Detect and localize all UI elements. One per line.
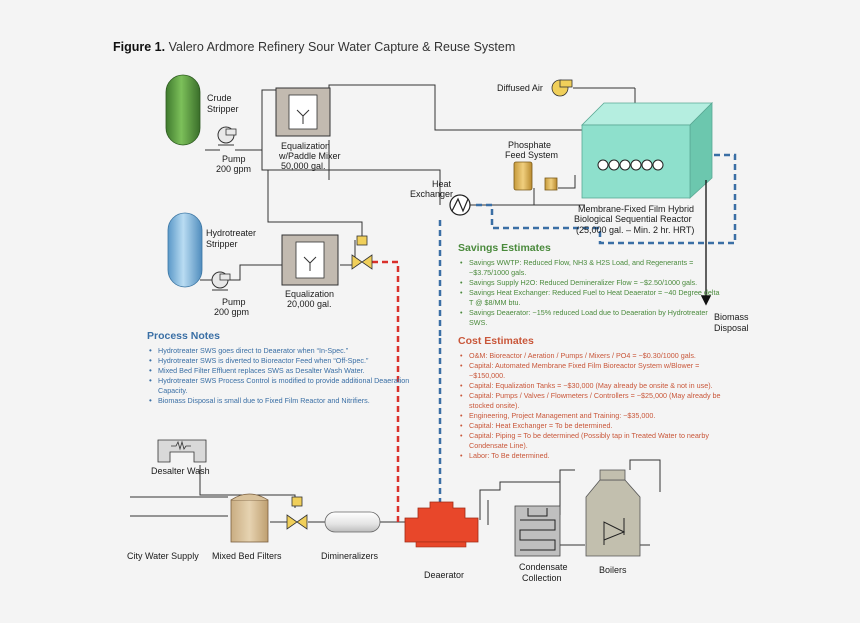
desalter-wash: Desalter Wash — [151, 439, 210, 476]
crude-stripper-label-2: Stripper — [207, 104, 239, 114]
desalter-wash-label: Desalter Wash — [151, 466, 210, 476]
process-note-item: Hydrotreater SWS Process Control is modi… — [149, 376, 417, 396]
costs-title: Cost Estimates — [458, 335, 534, 347]
equalization-tank-1: Equalization w/Paddle Mixer 50,000 gal. — [275, 87, 341, 171]
reactor-label-1: Membrane-Fixed Film Hybrid — [578, 204, 694, 214]
phosphate-label-2: Feed System — [505, 150, 558, 160]
city-water-label: City Water Supply — [127, 551, 199, 561]
cost-estimates: Cost Estimates O&M: Bioreactor / Aeratio… — [458, 335, 733, 461]
demineralizers: Dimineralizers — [321, 511, 381, 561]
heat-exchanger: Heat Exchanger — [410, 179, 471, 216]
biomass-label-1: Biomass — [714, 312, 749, 322]
equalization-2-label-2: 20,000 gal. — [287, 299, 332, 309]
boilers: Boilers — [585, 469, 641, 575]
reactor-label-3: (25,000 gal. – Min. 2 hr. HRT) — [576, 225, 694, 235]
hydrotreater-label-2: Stripper — [206, 239, 238, 249]
process-notes: Process Notes Hydrotreater SWS goes dire… — [147, 330, 417, 406]
savings-title: Savings Estimates — [458, 242, 551, 254]
pump-1-label-1: Pump — [222, 154, 246, 164]
cost-item: Capital: Piping = To be determined (Poss… — [460, 431, 733, 451]
crude-stripper: Crude Stripper — [165, 74, 239, 146]
boilers-label: Boilers — [599, 565, 627, 575]
blue-dash-treated-water — [476, 153, 737, 245]
pump-2-label-2: 200 gpm — [214, 307, 249, 317]
pump-1-label-2: 200 gpm — [216, 164, 251, 174]
cost-item: O&M: Bioreactor / Aeration / Pumps / Mix… — [460, 351, 733, 361]
savings-item: Savings Deaerator: ~15% reduced Load due… — [460, 308, 723, 328]
equalization-1-label-1: Equalization — [281, 141, 330, 151]
process-note-item: Hydrotreater SWS is diverted to Bioreact… — [149, 356, 417, 366]
figure-title: Figure 1. Valero Ardmore Refinery Sour W… — [113, 40, 515, 54]
biomass-label-2: Disposal — [714, 323, 749, 333]
condensate-label-1: Condensate — [519, 562, 568, 572]
control-valve-desalter — [286, 496, 308, 530]
process-notes-list: Hydrotreater SWS goes direct to Deaerato… — [147, 346, 417, 406]
demineralizers-label: Dimineralizers — [321, 551, 379, 561]
bioreactor: Membrane-Fixed Film Hybrid Biological Se… — [574, 102, 713, 235]
heat-exchanger-label-2: Exchanger — [410, 189, 453, 199]
costs-list: O&M: Bioreactor / Aeration / Pumps / Mix… — [458, 351, 733, 461]
diffused-air-blower: Diffused Air — [497, 79, 573, 97]
process-note-item: Mixed Bed Filter Effluent replaces SWS a… — [149, 366, 417, 376]
diffuser-bubbles — [597, 159, 664, 171]
cost-item: Labor: To Be determined. — [460, 451, 733, 461]
savings-estimates: Savings Estimates Savings WWTP: Reduced … — [458, 242, 723, 328]
process-notes-title: Process Notes — [147, 330, 220, 342]
deaerator-label: Deaerator — [424, 570, 464, 580]
pump-2-label-1: Pump — [222, 297, 246, 307]
hydrotreater-label-1: Hydrotreater — [206, 228, 256, 238]
control-valve-hydrotreater — [351, 235, 373, 270]
savings-item: Savings WWTP: Reduced Flow, NH3 & H2S Lo… — [460, 258, 723, 278]
mixed-bed-label: Mixed Bed Filters — [212, 551, 282, 561]
phosphate-feed-system: Phosphate Feed System — [505, 140, 558, 191]
deaerator: Deaerator — [404, 501, 479, 580]
process-note-item: Biomass Disposal is small due to Fixed F… — [149, 396, 417, 406]
diffused-air-label: Diffused Air — [497, 83, 543, 93]
cost-item: Capital: Automated Membrane Fixed Film B… — [460, 361, 733, 381]
cost-item: Capital: Heat Exchanger = To be determin… — [460, 421, 733, 431]
reactor-label-2: Biological Sequential Reactor — [574, 214, 692, 224]
figure-title-text: Valero Ardmore Refinery Sour Water Captu… — [168, 40, 516, 54]
cost-item: Capital: Equalization Tanks = ~$30,000 (… — [460, 381, 733, 391]
condensate-collection: Condensate Collection — [514, 505, 568, 583]
red-dash-in-spec — [372, 260, 400, 522]
equalization-1-label-3: 50,000 gal. — [281, 161, 326, 171]
equalization-tank-2: Equalization 20,000 gal. — [281, 234, 339, 309]
cost-item: Capital: Pumps / Valves / Flowmeters / C… — [460, 391, 733, 411]
cost-item: Engineering, Project Management and Trai… — [460, 411, 733, 421]
equalization-2-label-1: Equalization — [285, 289, 334, 299]
process-note-item: Hydrotreater SWS goes direct to Deaerato… — [149, 346, 417, 356]
figure-label: Figure 1. — [113, 40, 166, 54]
pump-1: Pump 200 gpm — [216, 126, 251, 174]
equalization-1-label-2: w/Paddle Mixer — [278, 151, 341, 161]
mixed-bed-filters: Mixed Bed Filters — [212, 493, 282, 561]
condensate-label-2: Collection — [522, 573, 562, 583]
savings-item: Savings Heat Exchanger: Reduced Fuel to … — [460, 288, 723, 308]
phosphate-label-1: Phosphate — [508, 140, 551, 150]
savings-item: Savings Supply H2O: Reduced Demineralize… — [460, 278, 723, 288]
pump-2: Pump 200 gpm — [211, 271, 249, 317]
hydrotreater-stripper: Hydrotreater Stripper — [167, 212, 256, 288]
savings-list: Savings WWTP: Reduced Flow, NH3 & H2S Lo… — [458, 258, 723, 328]
heat-exchanger-label-1: Heat — [432, 179, 452, 189]
crude-stripper-label-1: Crude — [207, 93, 232, 103]
